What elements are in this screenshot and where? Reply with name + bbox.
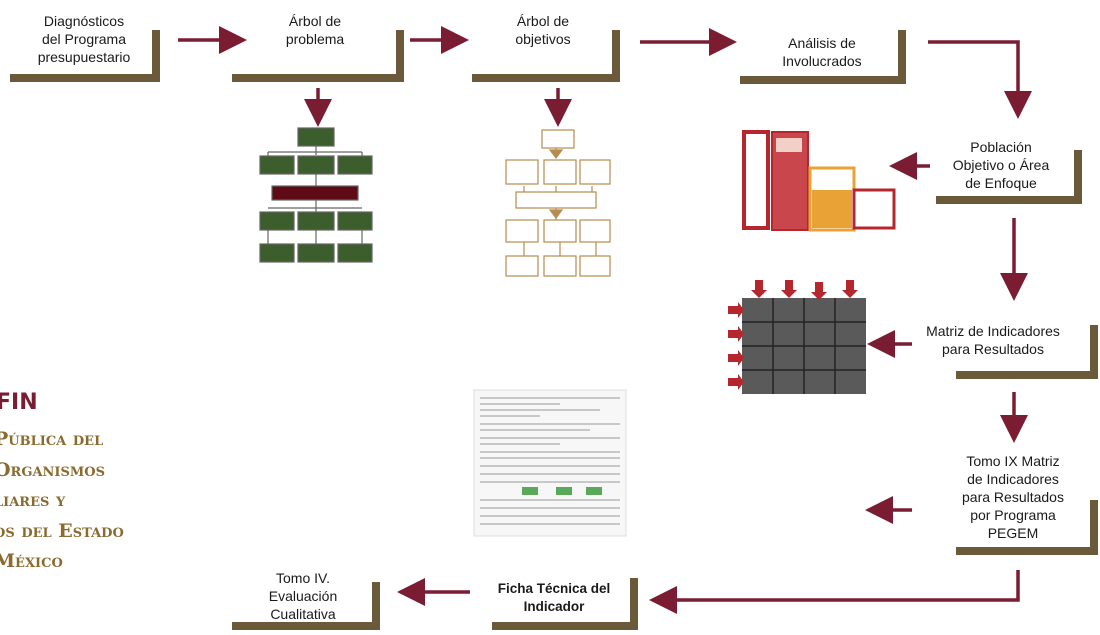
problem-tree-icon	[259, 127, 373, 263]
objective-tree-icon	[505, 129, 611, 277]
step-analisis-label: Análisis de Involucrados	[782, 35, 862, 69]
step-diagnosticos: Diagnósticos del Programa presupuestario	[14, 8, 154, 70]
step-ficha: Ficha Técnica del Indicador	[480, 578, 628, 618]
step-matriz: Matriz de Indicadores para Resultados	[900, 318, 1086, 362]
bracket-analisis	[740, 30, 906, 84]
arrow-analisis-to-poblacion	[928, 40, 1032, 119]
step-analisis: Análisis de Involucrados	[752, 30, 892, 74]
bracket-ficha	[492, 578, 638, 630]
step-poblacion-label: Población Objetivo o Área de Enfoque	[952, 139, 1050, 191]
label-brackets	[10, 30, 1098, 630]
side-line-4: os del Estado	[0, 520, 124, 542]
flow-arrows	[178, 26, 1032, 614]
side-line-5: México	[0, 550, 63, 572]
step-tomo-iv-label: Tomo IV. Evaluación Cualitativa	[268, 570, 338, 622]
bracket-diagnosticos	[10, 30, 160, 82]
side-line-1: Pública del	[0, 428, 104, 450]
side-line-2: Organismos	[0, 459, 105, 481]
indicator-matrix-icon	[728, 280, 866, 394]
step-poblacion: Población Objetivo o Área de Enfoque	[930, 134, 1072, 196]
arrow-tomoix-to-ficha	[649, 570, 1020, 614]
step-arbol-problema: Árbol de problema	[240, 8, 390, 52]
step-arbol-problema-label: Árbol de problema	[285, 13, 345, 47]
step-arbol-objetivos-label: Árbol de objetivos	[515, 13, 571, 47]
bracket-tomo-ix	[956, 500, 1098, 555]
side-fin-label: FIN	[0, 390, 38, 415]
step-arbol-objetivos: Árbol de objetivos	[480, 8, 606, 52]
step-ficha-label: Ficha Técnica del Indicador	[497, 581, 611, 614]
step-tomo-iv: Tomo IV. Evaluación Cualitativa	[240, 566, 366, 626]
bracket-arbol-objetivos	[472, 30, 620, 82]
step-matriz-label: Matriz de Indicadores para Resultados	[926, 323, 1060, 357]
bracket-tomo-iv	[232, 582, 380, 630]
side-line-3: liares y	[0, 489, 66, 511]
bracket-poblacion	[936, 150, 1082, 204]
bracket-matriz	[956, 325, 1098, 379]
step-diagnosticos-label: Diagnósticos del Programa presupuestario	[37, 13, 131, 65]
document-thumbnail-icon	[473, 389, 627, 537]
population-chart-icon	[742, 130, 896, 232]
step-tomo-ix-label: Tomo IX Matriz de Indicadores para Resul…	[962, 453, 1064, 541]
step-tomo-ix: Tomo IX Matriz de Indicadores para Resul…	[940, 450, 1086, 544]
bracket-arbol-problema	[232, 30, 404, 82]
